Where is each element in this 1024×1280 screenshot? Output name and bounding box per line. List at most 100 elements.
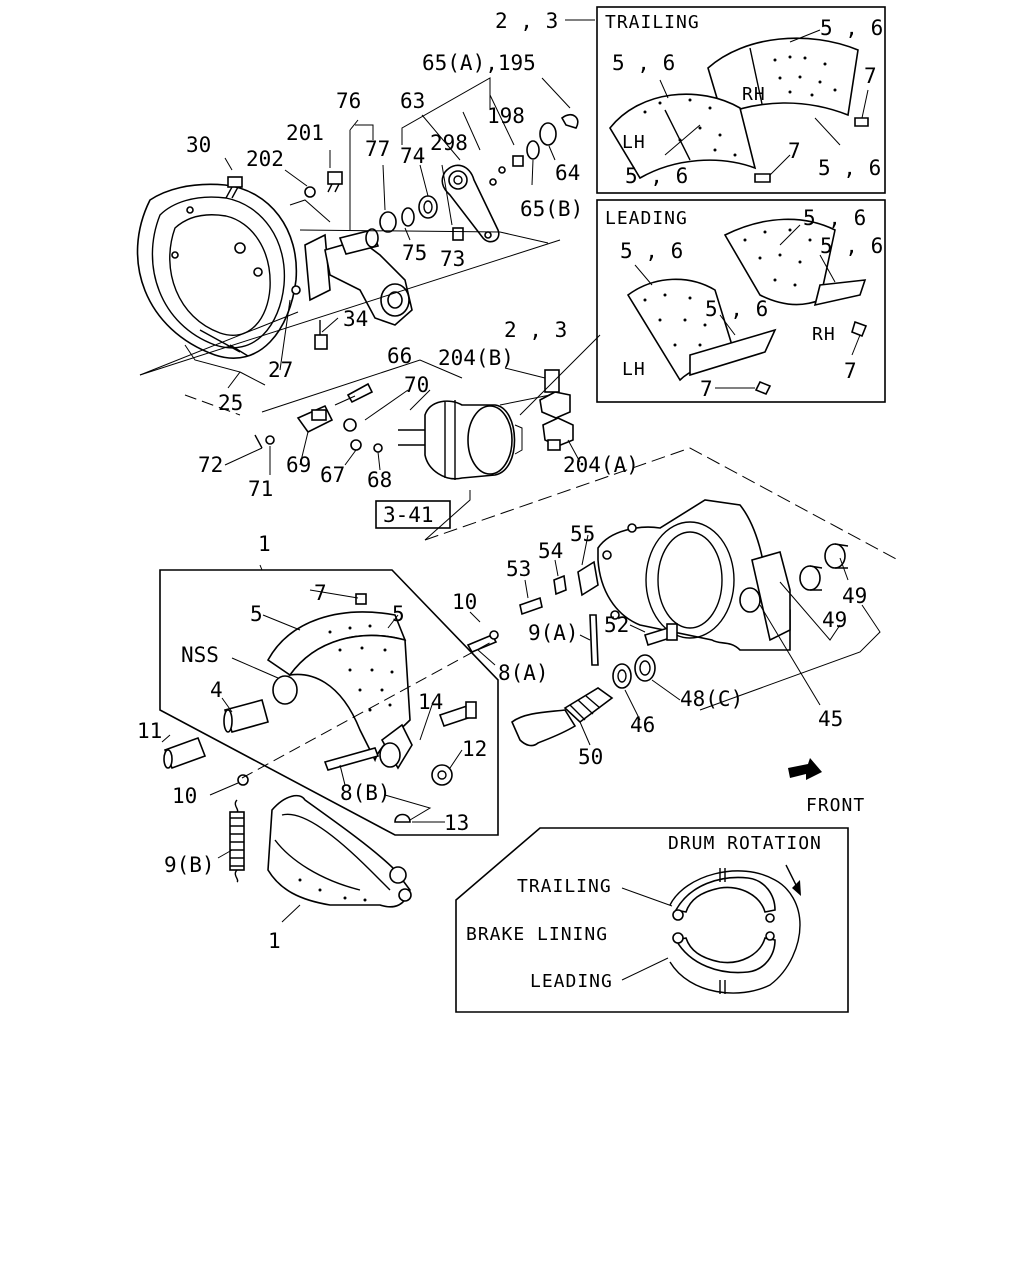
brake-chamber-group: [224, 334, 601, 541]
label-49-b: 49: [822, 608, 847, 632]
clip-54: [553, 574, 567, 596]
drum-rotation-box: [455, 827, 849, 1013]
label-10-b: 10: [172, 784, 197, 808]
clip-13: [394, 813, 411, 823]
label-5-b: 5: [392, 602, 405, 626]
trailing-label-5-6-d: 5 , 6: [818, 156, 881, 180]
label-4: 4: [210, 678, 223, 702]
label-8a: 8(A): [498, 661, 549, 685]
label-55: 55: [570, 522, 595, 546]
bolt-7: [355, 593, 367, 605]
label-202: 202: [246, 147, 284, 171]
fitting-204a: [542, 417, 574, 451]
clip-72: [254, 434, 263, 449]
label-9b: 9(B): [164, 853, 215, 877]
label-drum-rotation: DRUM ROTATION: [668, 833, 822, 854]
rotation-arrow-icon: [785, 864, 801, 896]
label-75: 75: [402, 241, 427, 265]
label-65b: 65(B): [520, 197, 583, 221]
label-54: 54: [538, 539, 563, 563]
label-63: 63: [400, 89, 425, 113]
seal-46: [612, 663, 632, 689]
bolt-52: [644, 623, 678, 647]
label-2-3-mid: 2 , 3: [504, 318, 567, 342]
trailing-label-7-b: 7: [788, 139, 801, 163]
label-14: 14: [418, 690, 443, 714]
label-11: 11: [137, 719, 162, 743]
trailing-label-7-a: 7: [864, 64, 877, 88]
pin-8a: [466, 633, 498, 654]
label-64: 64: [555, 161, 580, 185]
label-50: 50: [578, 745, 603, 769]
label-34: 34: [343, 307, 368, 331]
label-12: 12: [462, 737, 487, 761]
roller-12: [431, 764, 453, 786]
drum-rotation-diagram: [669, 868, 801, 994]
clip-10b: [237, 774, 249, 786]
label-68: 68: [367, 468, 392, 492]
label-1-top: 1: [258, 532, 271, 556]
shoe-assembly-box: [159, 564, 499, 836]
trailing-label-5-6-c: 5 , 6: [625, 164, 688, 188]
cam-bracket: [304, 228, 413, 326]
label-10-a: 10: [452, 590, 477, 614]
label-13: 13: [444, 811, 469, 835]
label-7-shoe: 7: [314, 581, 327, 605]
slack-adjuster-63: [441, 164, 500, 243]
bolt-14: [438, 701, 477, 728]
brake-chamber: [398, 400, 516, 480]
leading-box: [596, 199, 886, 403]
bushing-77: [379, 211, 397, 233]
label-52: 52: [604, 613, 629, 637]
washer-202: [304, 186, 316, 198]
label-204a: 204(A): [563, 453, 639, 477]
trailing-lining-rh: [707, 37, 859, 117]
sensor-69: [296, 404, 334, 434]
washer-65b: [526, 140, 540, 160]
anchor-pin-11: [163, 736, 207, 770]
front-arrow-icon: [788, 758, 822, 780]
brake-shoe: [266, 611, 413, 770]
clip-65a-195: [560, 113, 579, 129]
leading-label-7-a: 7: [844, 359, 857, 383]
trailing-label-5-6-b: 5 , 6: [612, 51, 675, 75]
label-70: 70: [404, 373, 429, 397]
trailing-box: [596, 6, 886, 194]
bushing-49a: [799, 565, 823, 591]
label-brake-lining: BRAKE LINING: [466, 924, 608, 945]
label-69: 69: [286, 453, 311, 477]
leading-rh: RH: [812, 324, 836, 345]
label-2-3-top: 2 , 3: [495, 9, 558, 33]
washer-68: [373, 443, 383, 453]
spring-9a: [589, 614, 599, 666]
label-71: 71: [248, 477, 273, 501]
washer-64: [539, 122, 557, 146]
brake-shoe-assembly-1: [267, 794, 412, 908]
trailing-box-title: TRAILING: [605, 12, 700, 33]
label-1-bottom: 1: [268, 929, 281, 953]
label-198: 198: [487, 104, 525, 128]
spider-carrier-45: [597, 499, 791, 651]
camshaft-50: [511, 687, 614, 747]
leading-label-5-6-a: 5 , 6: [803, 206, 866, 230]
washer-48c: [634, 654, 656, 682]
leading-label-5-6-c: 5 , 6: [620, 239, 683, 263]
label-25: 25: [218, 391, 243, 415]
label-66: 66: [387, 344, 412, 368]
backing-plate-group: [136, 19, 595, 416]
clip-27: [291, 285, 301, 295]
roller-pin-8b: [323, 747, 380, 771]
label-nss: NSS: [181, 643, 219, 667]
reference-3-41: 3-41: [383, 503, 434, 527]
label-298: 298: [430, 131, 468, 155]
leading-label-7-b: 7: [700, 377, 713, 401]
bolt-53: [519, 596, 543, 616]
bolt-34: [314, 320, 328, 350]
label-77: 77: [365, 137, 390, 161]
leading-box-title: LEADING: [605, 208, 688, 229]
label-49-a: 49: [842, 584, 867, 608]
label-48c: 48(C): [680, 687, 743, 711]
label-65a-195: 65(A),195: [422, 51, 536, 75]
label-74: 74: [400, 144, 425, 168]
